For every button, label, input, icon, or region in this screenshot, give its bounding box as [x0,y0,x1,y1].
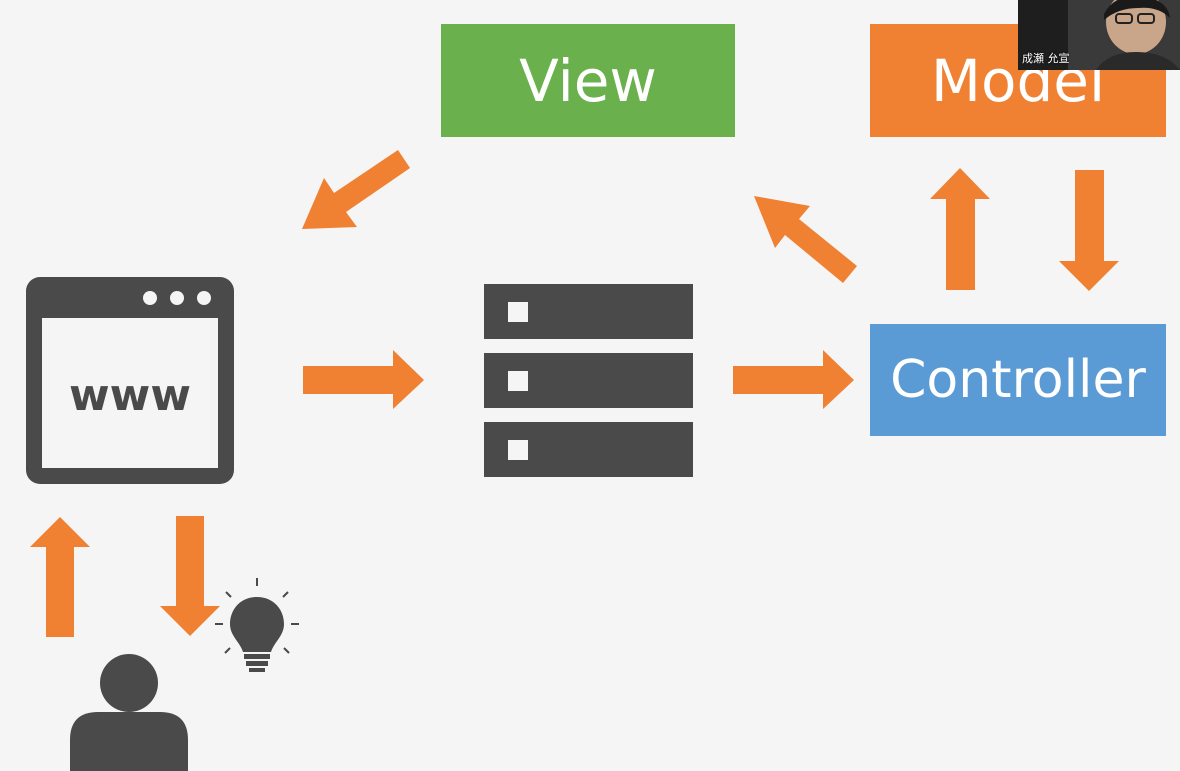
arrow-server-to-controller [733,350,854,409]
lightbulb-icon [215,578,299,672]
webcam-person-image [1018,0,1180,70]
arrow-controller-to-view [754,196,857,283]
browser-window-icon: www [26,277,234,484]
browser-www-text: www [69,370,191,421]
webcam-participant-name: 成瀬 允宣 [1022,52,1070,65]
user-person-icon [70,654,188,771]
arrow-view-to-browser [302,150,410,229]
server-rack-icon [484,284,693,477]
arrow-browser-to-server [303,350,424,409]
controller-node: Controller [870,324,1166,436]
controller-label: Controller [890,350,1146,410]
arrow-user-to-browser [30,517,90,637]
webcam-overlay: 成瀬 允宣 [1018,0,1180,70]
arrow-controller-to-model [930,168,990,290]
arrow-browser-to-user [160,516,220,636]
view-label: View [519,46,657,115]
view-node: View [441,24,735,137]
arrow-model-to-controller [1059,170,1119,291]
